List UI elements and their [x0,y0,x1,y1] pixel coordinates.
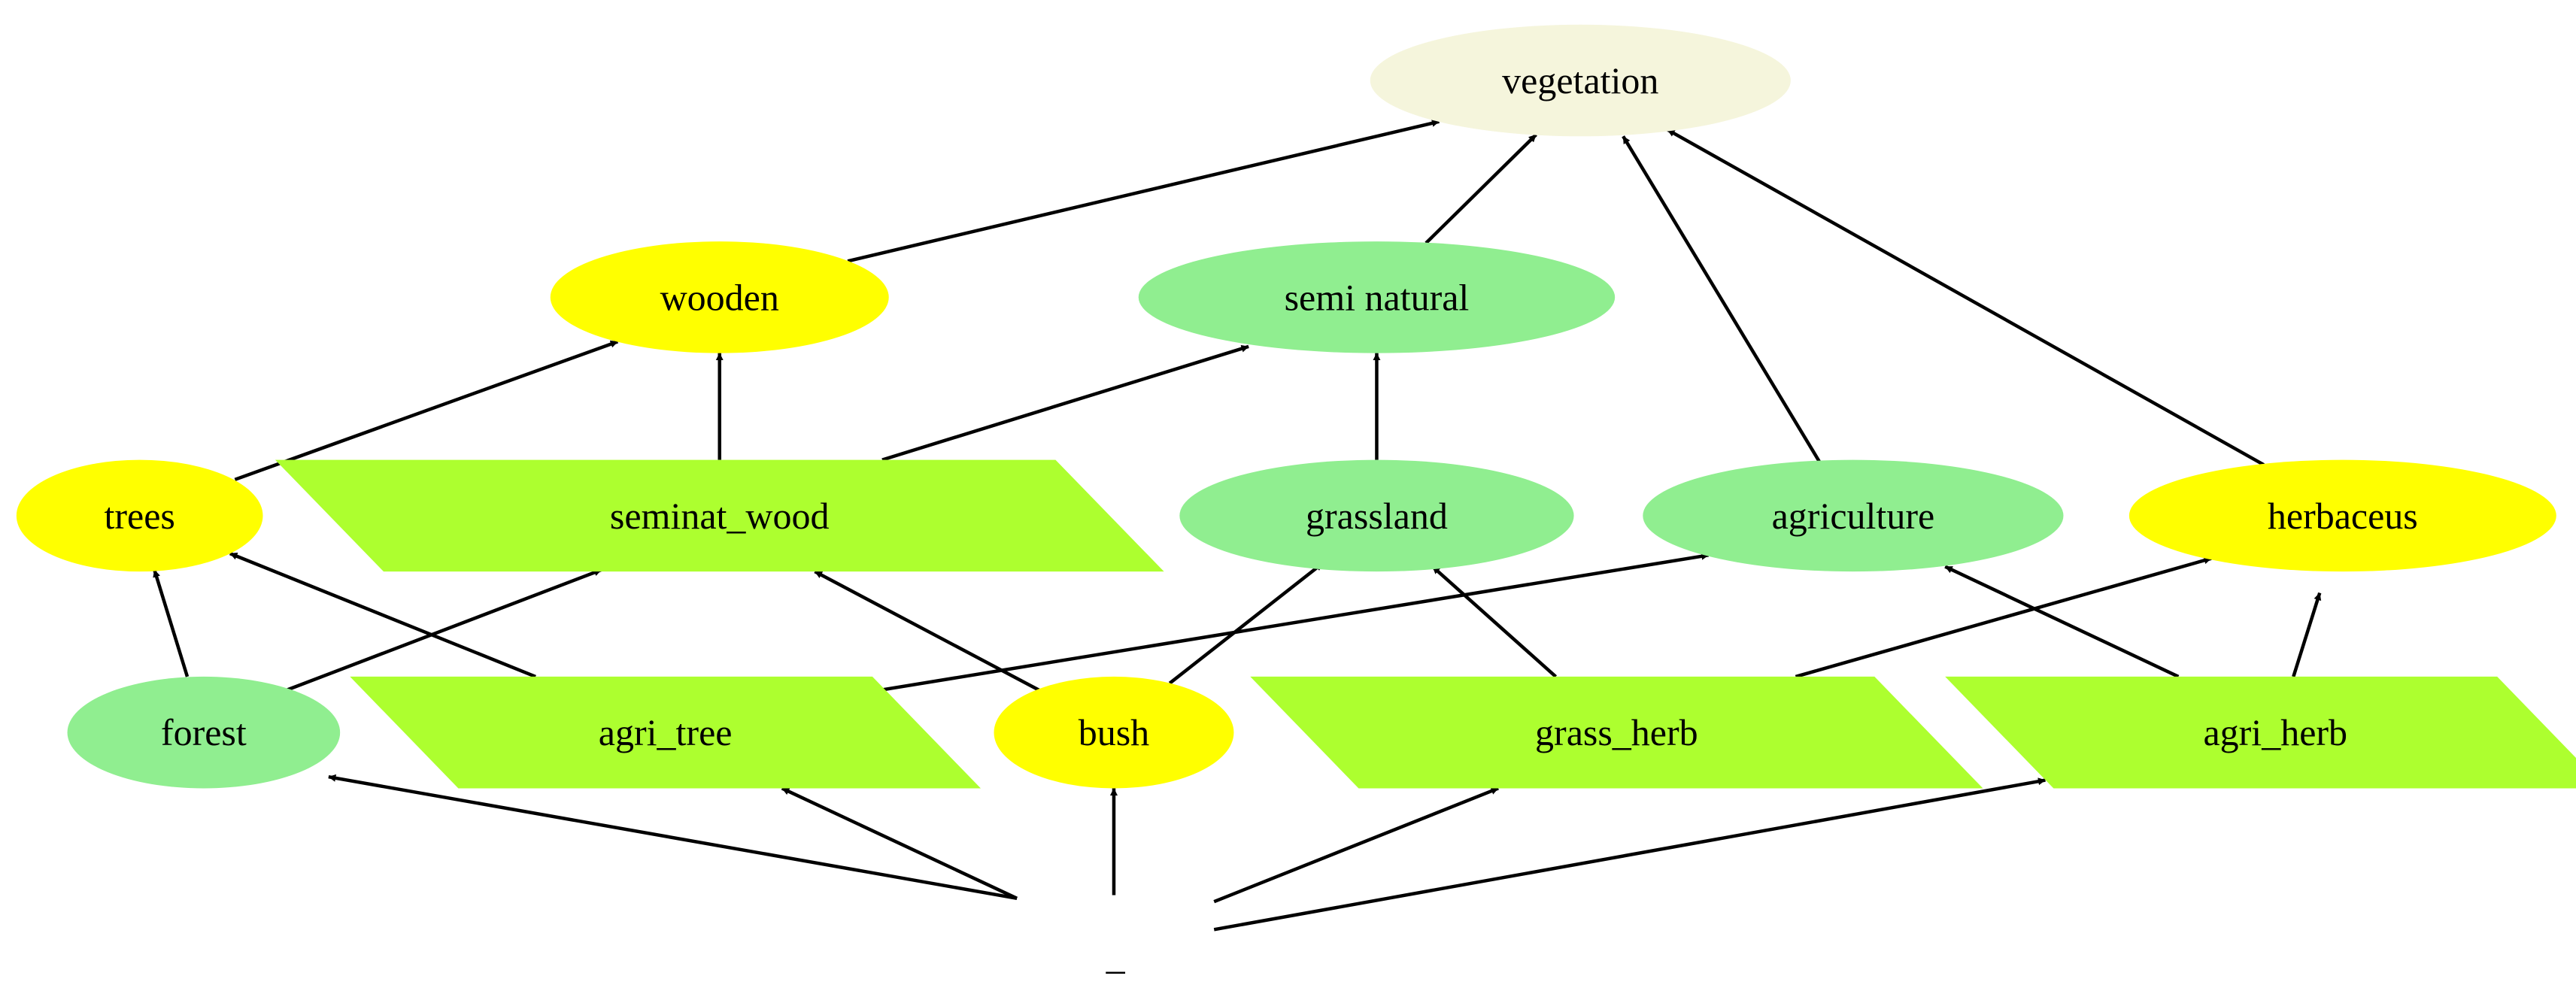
node-vegetation: vegetation [1370,24,1791,137]
wooden-label: wooden [660,276,779,318]
node-trees: trees [16,459,263,572]
vegetation-label: vegetation [1502,59,1658,102]
semi-natural-label: semi natural [1285,276,1470,318]
node-grass-herb: grass_herb [1250,676,1983,789]
edge-trees-to-wooden [234,340,619,481]
node-agri-herb: agri_herb [1945,676,2576,789]
herbaceus-ellipse [2128,459,2556,572]
node-herbaceus: herbaceus [2128,459,2556,572]
node-agriculture: agriculture [1643,459,2064,572]
edges-layer [153,119,2322,932]
edge-bottom-to-agri-herb [1213,777,2046,932]
forest-label: forest [161,711,247,753]
agriculture-ellipse [1643,459,2064,572]
agri-tree-parallelogram [350,676,981,789]
edge-bush-to-grassland [1168,562,1324,685]
edge-herbaceus-to-vegetation [1666,128,2265,467]
seminat-wood-parallelogram [275,459,1164,572]
node-seminat-wood: seminat_wood [275,459,1164,572]
edge-semi-natural-to-vegetation [1425,133,1537,244]
edge-agri-tree-to-trees [229,552,536,679]
edge-bottom-to-forest [328,774,1018,901]
bush-label: bush [1079,711,1149,753]
nodes-layer: vegetation wooden semi natural trees seminat… [16,24,2576,977]
bush-ellipse [994,676,1234,789]
edge-forest-to-trees [153,569,190,677]
grass-herb-label: grass_herb [1535,711,1698,753]
agri-tree-label: agri_tree [599,711,733,753]
edge-grass-herb-to-herbaceus [1795,556,2212,679]
node-wooden: wooden [550,241,889,353]
wooden-ellipse [550,241,889,353]
edge-agriculture-to-vegetation [1622,135,1822,465]
node-bottom: _ [1106,935,1126,977]
edge-grass-herb-to-grassland [1431,565,1558,678]
trees-label: trees [104,495,174,537]
agri-herb-parallelogram [1945,676,2576,789]
edge-bottom-to-agri-tree [781,786,1018,900]
edge-wooden-to-vegetation [847,119,1440,263]
grass-herb-parallelogram [1250,676,1983,789]
seminat-wood-label: seminat_wood [610,495,830,537]
edge-bush-to-seminat-wood [814,570,1042,693]
edge-agri-herb-to-herbaceus [2292,592,2322,677]
edge-forest-to-seminat-wood [287,568,602,692]
semi-natural-ellipse [1138,241,1616,353]
trees-ellipse [16,459,263,572]
node-forest: forest [67,676,341,789]
node-bush: bush [994,676,1234,789]
edge-bottom-to-grass-herb [1213,786,1499,904]
agri-herb-label: agri_herb [2203,711,2347,753]
edge-agri-tree-to-agriculture [881,552,1710,692]
node-grassland: grassland [1179,459,1574,572]
agriculture-label: agriculture [1772,495,1935,537]
vegetation-ellipse [1370,24,1791,137]
grassland-ellipse [1179,459,1574,572]
edge-seminat-wood-to-semi-natural [881,344,1249,462]
edge-agri-herb-to-agriculture [1944,565,2180,678]
herbaceus-label: herbaceus [2268,495,2418,537]
node-agri-tree: agri_tree [350,676,981,789]
grassland-label: grassland [1306,495,1448,537]
forest-ellipse [67,676,341,789]
bottom-label: _ [1106,935,1126,977]
node-semi-natural: semi natural [1138,241,1616,353]
